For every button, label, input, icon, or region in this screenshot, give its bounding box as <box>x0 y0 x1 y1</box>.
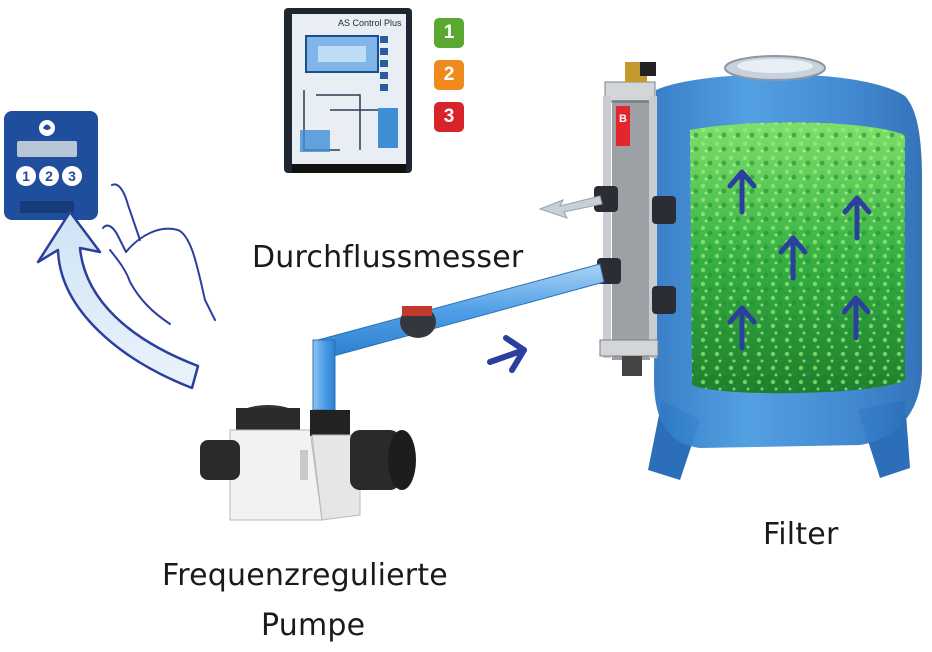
outflow-arrow-icon <box>538 195 603 219</box>
up-arrow-icon <box>727 169 757 215</box>
speed-badge-2: 2 <box>434 60 464 90</box>
filter-label: Filter <box>763 517 839 552</box>
up-arrow-icon <box>727 305 757 351</box>
remote-button-3[interactable]: 3 <box>62 166 82 186</box>
up-arrow-icon <box>778 235 808 281</box>
up-arrow-icon <box>841 295 871 341</box>
flowmeter-column: B <box>594 62 676 376</box>
speed-badge-3: 3 <box>434 102 464 132</box>
pipe <box>312 263 605 411</box>
up-arrow-icon <box>842 195 872 241</box>
swoosh-arrow <box>36 210 200 390</box>
pump-label-line1: Frequenzregulierte <box>162 558 448 593</box>
flowmeter-label: Durchflussmesser <box>252 240 524 275</box>
remote-keypad: 1 2 3 <box>14 166 84 190</box>
control-box: AS Control Plus <box>284 8 412 173</box>
control-brand: AS Control Plus <box>338 18 402 28</box>
flow-arrows <box>727 169 872 351</box>
pump-label-line2: Pumpe <box>261 608 366 643</box>
speed-badge-1: 1 <box>434 18 464 48</box>
remote-display <box>17 141 77 157</box>
filter-tank <box>648 55 922 480</box>
hand-icon <box>102 183 216 325</box>
pump <box>200 405 416 521</box>
remote-button-1[interactable]: 1 <box>16 166 36 186</box>
valve-plate: B <box>619 113 627 125</box>
remote-button-2[interactable]: 2 <box>39 166 59 186</box>
remote-control <box>4 111 98 220</box>
flow-direction-arrow-icon <box>487 335 527 373</box>
